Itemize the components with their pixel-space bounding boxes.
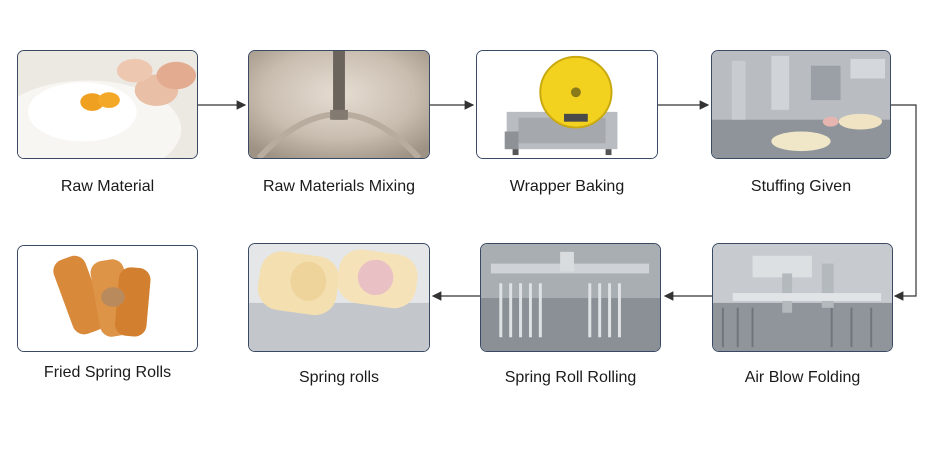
step-rolling-image: [480, 243, 661, 352]
step-fried-rolls-label: Fried Spring Rolls: [43, 364, 172, 381]
step-fried-rolls-image: [17, 245, 198, 352]
arrow-4-5: [891, 104, 917, 301]
step-mixing-image: [248, 50, 430, 159]
step-air-blow-folding-label: Air Blow Folding: [744, 369, 861, 386]
step-wrapper-baking-image: [476, 50, 658, 159]
step-raw-material-label: Raw Material: [60, 178, 155, 195]
step-spring-rolls-label: Spring rolls: [298, 369, 380, 386]
step-stuffing-image: [711, 50, 891, 159]
step-air-blow-folding-image: [712, 243, 893, 352]
step-wrapper-baking-label: Wrapper Baking: [509, 178, 625, 195]
step-raw-material-image: [17, 50, 198, 159]
step-mixing-label: Raw Materials Mixing: [262, 178, 416, 195]
step-spring-rolls-image: [248, 243, 430, 352]
step-stuffing-label: Stuffing Given: [750, 178, 852, 195]
step-rolling-label: Spring Roll Rolling: [504, 369, 637, 386]
